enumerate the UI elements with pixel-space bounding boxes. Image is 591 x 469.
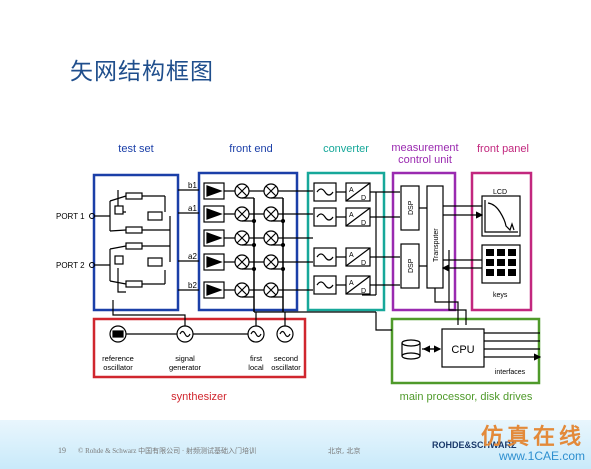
- port-1-label: PORT 1: [56, 212, 85, 221]
- measurement-block: [391, 171, 457, 312]
- test-set-internals: [95, 189, 199, 293]
- adc-d-2: D: [361, 220, 366, 227]
- dsp-label-1: DSP: [408, 200, 415, 215]
- osc-first-1: first: [250, 354, 263, 363]
- measurement-label-2: control unit: [398, 154, 452, 166]
- label-a2: a2: [188, 252, 197, 261]
- measurement-label-1: measurement: [391, 142, 458, 154]
- front-panel-internals: [481, 195, 521, 284]
- interfaces-label: interfaces: [495, 369, 526, 376]
- adc-a-3: A: [349, 252, 354, 259]
- converter-internals: [313, 182, 400, 296]
- converter-label: converter: [323, 143, 369, 155]
- adc-a-2: A: [349, 212, 354, 219]
- adc-a-4: A: [349, 280, 354, 287]
- footer-bar: [0, 420, 591, 469]
- label-b1: b1: [188, 181, 197, 190]
- main-processor-label: main processor, disk drives: [400, 391, 533, 403]
- measurement-internals: [254, 185, 482, 331]
- watermark: 仿真在线 www.1CAE.com: [481, 425, 585, 463]
- cpu-label: CPU: [451, 344, 474, 356]
- front-end-label: front end: [229, 143, 272, 155]
- port-2-label: PORT 2: [56, 261, 85, 270]
- adc-a-1: A: [349, 187, 354, 194]
- dsp-label-2: DSP: [408, 258, 415, 273]
- lcd-label: LCD: [493, 189, 507, 196]
- page-title: 矢网结构框图: [70, 59, 214, 85]
- osc-second-2: oscillator: [271, 363, 301, 372]
- front-end-internals: [203, 182, 313, 312]
- footer-location: 北京, 北京: [328, 447, 361, 455]
- synthesizer-internals: [109, 300, 294, 343]
- label-a1: a1: [188, 204, 197, 213]
- osc-second-1: second: [274, 354, 298, 363]
- keys-label: keys: [493, 292, 508, 299]
- main-processor-internals: [401, 328, 540, 368]
- synthesizer-label: synthesizer: [171, 391, 227, 403]
- port-2-connector: [89, 262, 95, 268]
- front-panel-block: [470, 171, 533, 312]
- test-set-block: [92, 173, 180, 312]
- osc-sig-1: signal: [175, 354, 195, 363]
- front-end-block: [197, 171, 299, 312]
- keypad: [486, 249, 516, 276]
- transputer-label: Transputer: [433, 228, 440, 262]
- test-set-label: test set: [118, 143, 153, 155]
- footer-page-number: 19: [58, 446, 66, 455]
- port-1-connector: [89, 213, 95, 219]
- synthesizer-block: [92, 317, 307, 379]
- rohde-schwarz-logo: ROHDE&SCHWARZ: [432, 440, 517, 450]
- adc-d-4: D: [361, 288, 366, 295]
- watermark-url: www.1CAE.com: [498, 449, 585, 463]
- osc-ref-1: reference: [102, 354, 134, 363]
- adc-d-3: D: [361, 260, 366, 267]
- converter-block: [306, 171, 386, 312]
- watermark-text: 仿真在线: [480, 424, 585, 450]
- osc-ref-2: oscillator: [103, 363, 133, 372]
- front-panel-label: front panel: [477, 143, 529, 155]
- adc-d-1: D: [361, 195, 366, 202]
- osc-first-2: local: [248, 363, 264, 372]
- osc-sig-2: generator: [169, 363, 202, 372]
- label-b2: b2: [188, 281, 197, 290]
- footer-copyright: © Rohde & Schwarz 中国有限公司 · 射频测试基础入门培训: [78, 447, 256, 455]
